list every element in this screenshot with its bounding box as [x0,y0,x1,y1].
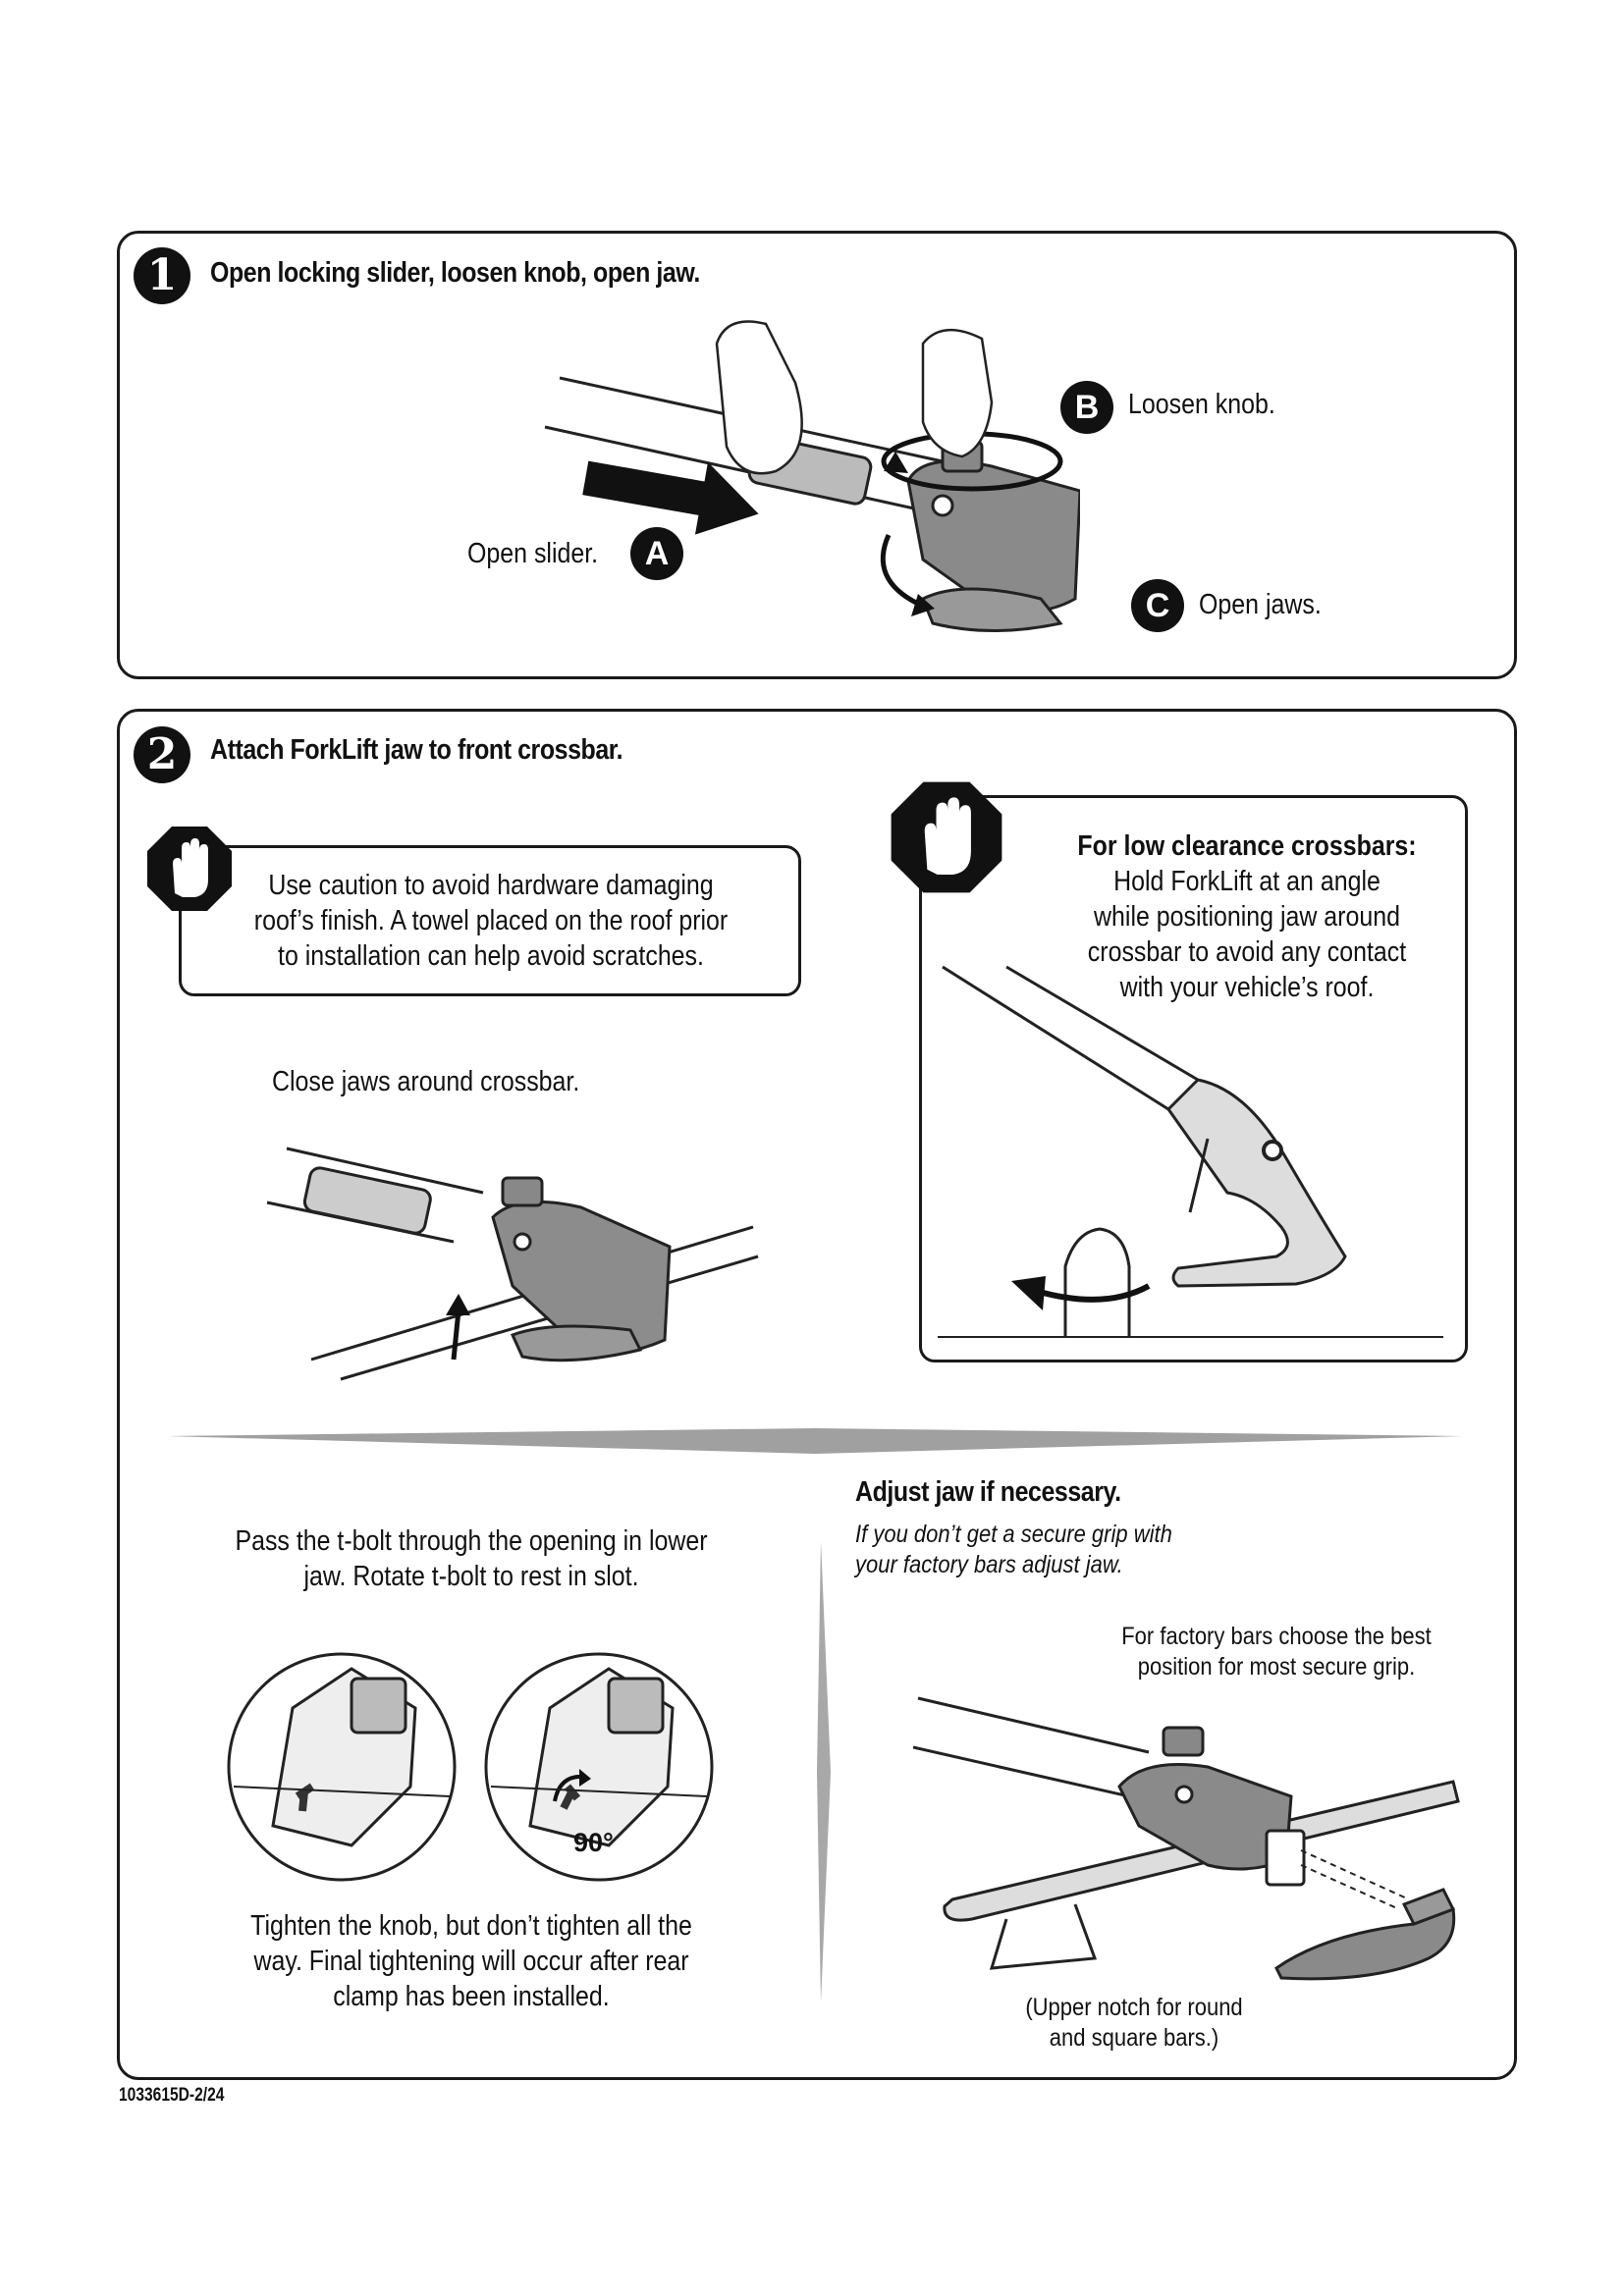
stop-hand-icon [145,825,234,913]
tbolt-line-2: jaw. Rotate t-bolt to rest in slot. [209,1559,732,1594]
tbolt-text: Pass the t-bolt through the opening in l… [209,1523,732,1594]
tighten-line-2: way. Final tightening will occur after r… [209,1944,732,1979]
step2-title: Attach ForkLift jaw to front crossbar. [210,734,623,767]
low-clearance-line-1: Hold ForkLift at an angle [1061,864,1433,899]
notch-line-2: and square bars.) [961,2023,1307,2054]
caution-line-1: Use caution to avoid hardware damaging [238,868,744,903]
label-a-text: Open slider. [467,538,598,570]
label-b-text: Loosen knob. [1128,389,1275,421]
adjust-italic-text: If you don’t get a secure grip with your… [855,1520,1172,1580]
section-divider [167,1428,1463,1458]
notch-line-1: (Upper notch for round [961,1993,1307,2023]
factory-line-1: For factory bars choose the best [1069,1622,1484,1652]
adjust-jaw-illustration [913,1688,1473,1993]
tighten-text: Tighten the knob, but don’t tighten all … [209,1908,732,2014]
close-jaws-illustration [257,1139,768,1384]
step1-illustration [530,285,1080,638]
stop-hand-icon-large [889,779,1004,895]
label-c-text: Open jaws. [1199,589,1322,621]
notch-text: (Upper notch for round and square bars.) [961,1993,1307,2054]
label-a-badge: A [630,527,683,580]
rotation-label: 90° [573,1828,614,1858]
low-clearance-illustration [933,962,1453,1345]
tbolt-illustration-1 [224,1649,460,1885]
tighten-line-1: Tighten the knob, but don’t tighten all … [209,1908,732,1944]
adjust-heading: Adjust jaw if necessary. [855,1476,1121,1509]
vertical-divider [817,1541,846,2002]
step1-number: 1 [134,247,190,304]
label-c-badge: C [1131,579,1184,632]
tbolt-line-1: Pass the t-bolt through the opening in l… [209,1523,732,1559]
caution-line-3: to installation can help avoid scratches… [238,938,744,974]
factory-bars-text: For factory bars choose the best positio… [1069,1622,1484,1682]
tighten-line-3: clamp has been installed. [209,1979,732,2014]
label-b-badge: B [1060,381,1113,434]
step2-number: 2 [134,726,190,783]
adjust-italic-line-2: your factory bars adjust jaw. [855,1550,1172,1580]
caution-line-2: roof’s finish. A towel placed on the roo… [238,903,744,938]
caution-text: Use caution to avoid hardware damaging r… [238,868,744,974]
doc-code: 1033615D-2/24 [119,2085,224,2107]
factory-line-2: position for most secure grip. [1069,1652,1484,1682]
adjust-italic-line-1: If you don’t get a secure grip with [855,1520,1172,1550]
low-clearance-heading: For low clearance crossbars: [1061,828,1433,864]
low-clearance-line-2: while positioning jaw around [1061,899,1433,934]
close-jaws-caption: Close jaws around crossbar. [272,1066,579,1098]
